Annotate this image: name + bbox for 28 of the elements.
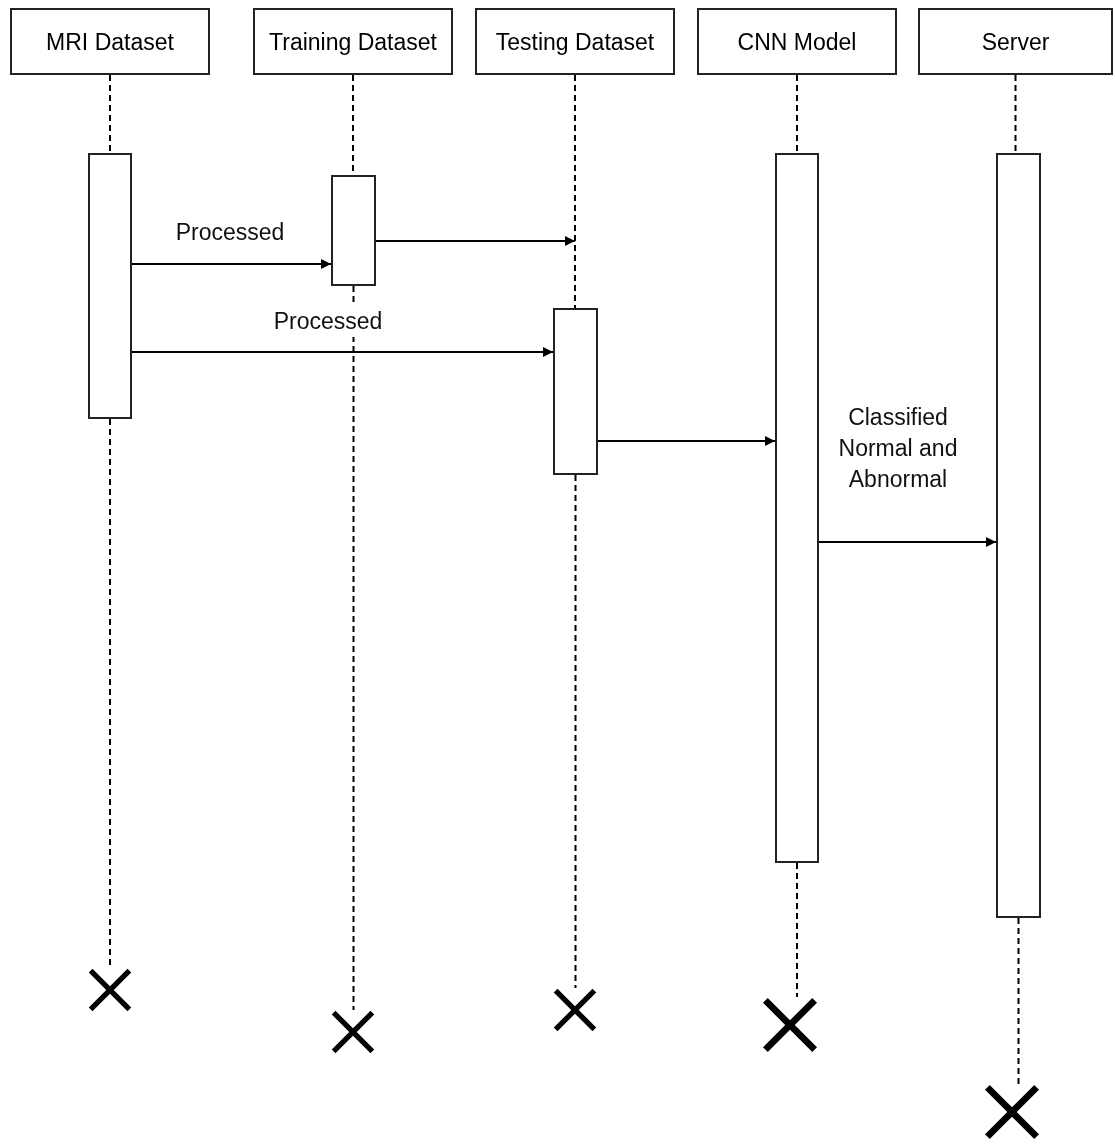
- activation-bar: [88, 153, 132, 419]
- participant-box: Testing Dataset: [475, 8, 675, 75]
- lifeline: [796, 862, 798, 998]
- lifeline: [109, 74, 111, 154]
- activation-bar: [331, 175, 376, 286]
- participant-box: Server: [918, 8, 1113, 75]
- destroy-mark: [984, 1084, 1040, 1140]
- destroy-mark: [762, 997, 818, 1053]
- lifeline: [574, 474, 577, 989]
- lifeline: [796, 74, 798, 154]
- arrow: [597, 436, 776, 446]
- arrow: [818, 537, 997, 547]
- activation-bar: [996, 153, 1041, 918]
- lifeline: [1017, 917, 1020, 1085]
- destroy-mark: [88, 968, 132, 1012]
- participant-box: CNN Model: [697, 8, 897, 75]
- destroy-mark: [553, 988, 597, 1032]
- lifeline: [1014, 74, 1017, 154]
- lifeline: [352, 285, 355, 1011]
- lifeline: [574, 74, 576, 309]
- participant-box: Training Dataset: [253, 8, 453, 75]
- destroy-mark: [331, 1010, 375, 1054]
- arrow: [375, 236, 576, 246]
- participant-box: MRI Dataset: [10, 8, 210, 75]
- arrow: [131, 347, 554, 357]
- activation-bar: [775, 153, 819, 863]
- activation-bar: [553, 308, 598, 475]
- arrow: [131, 259, 332, 269]
